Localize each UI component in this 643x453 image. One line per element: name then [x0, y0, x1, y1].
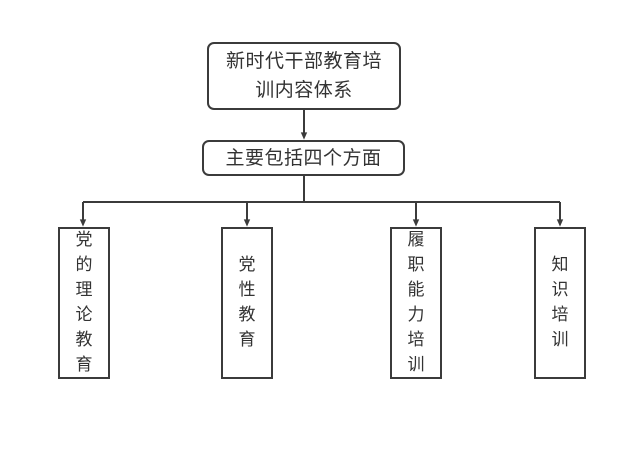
node-subtitle[interactable]: 主要包括四个方面 — [202, 140, 405, 176]
node-leaf-1-label: 党性教育 — [238, 255, 256, 350]
node-leaf-knowledge-training[interactable]: 知识培训 — [534, 227, 586, 379]
node-leaf-duty-capability-training[interactable]: 履职能力培训 — [390, 227, 442, 379]
node-root-label: 新时代干部教育培训内容体系 — [225, 50, 382, 101]
node-leaf-2-label: 履职能力培训 — [407, 230, 425, 375]
node-leaf-3-label: 知识培训 — [551, 255, 569, 350]
node-leaf-party-spirit-education[interactable]: 党性教育 — [221, 227, 273, 379]
node-leaf-0-label: 党的理论教育 — [75, 230, 93, 375]
node-subtitle-label: 主要包括四个方面 — [225, 147, 382, 169]
node-root[interactable]: 新时代干部教育培训内容体系 — [207, 42, 401, 110]
node-leaf-party-theory-education[interactable]: 党的理论教育 — [58, 227, 110, 379]
